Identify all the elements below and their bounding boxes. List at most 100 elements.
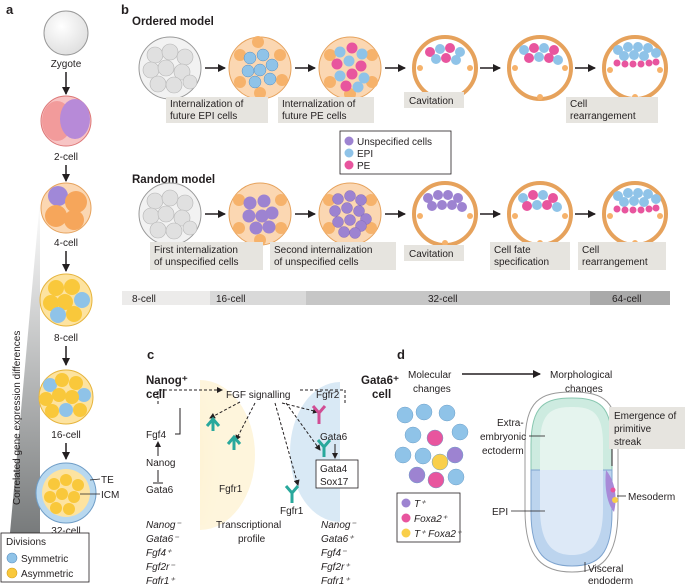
random-embryo-6 <box>602 181 668 247</box>
gata6-cell-line-1: Gata6⁺ <box>361 375 399 387</box>
cell-type-legend: Unspecified cells EPI PE <box>339 130 452 175</box>
legend-symmetric: Symmetric <box>21 554 68 565</box>
ordered-caption-3: Cavitation <box>409 96 453 107</box>
stage-label-2-cell: 2-cell <box>54 152 78 163</box>
gradient-wedge <box>8 200 40 555</box>
sixteen-cell-stage: 16-cell <box>38 369 94 441</box>
stage-label-32-cell: 32-cell <box>51 526 80 537</box>
fgfr-receptor-left-bottom <box>226 434 242 450</box>
right-profile-0: Nanog⁻ <box>321 520 356 531</box>
random-embryo-4 <box>412 181 478 247</box>
left-profile: Nanog⁻ Gata6⁻ Fgf4⁺ Fgf2r⁻ Fgfr1⁺ <box>146 520 181 584</box>
stage-label-8-cell: 8-cell <box>54 333 78 344</box>
extra-line-1: Extra- <box>497 418 524 429</box>
random-caption-5-line-1: Cell <box>582 245 599 256</box>
legend-unspecified: Unspecified cells <box>357 137 432 148</box>
panel-label-d: d <box>397 347 405 362</box>
left-gene-nanog: Nanog <box>146 458 175 469</box>
random-caption-1-line-1: First internalization <box>154 245 238 256</box>
panel-label-c: c <box>147 347 154 362</box>
nanog-cell-line-2: cell <box>146 389 165 401</box>
left-gene-gata6: Gata6 <box>146 485 174 496</box>
random-caption-2-line-1: Second internalization <box>274 245 372 256</box>
stage-label-16-cell: 16-cell <box>51 430 80 441</box>
marker-legend: T⁺ Foxa2⁺ T⁺ Foxa2⁺ <box>396 492 462 543</box>
transcriptional-profile-line-2: profile <box>238 534 266 545</box>
fgfr-receptor-left-top <box>205 416 221 431</box>
nanog-cell-line-1: Nanog⁺ <box>146 375 188 387</box>
random-embryo-3 <box>318 182 382 246</box>
extra-line-3: ectoderm <box>482 446 524 457</box>
random-embryo-1 <box>138 182 202 246</box>
ordered-embryo-4 <box>412 35 478 101</box>
egg-cylinder <box>524 391 619 573</box>
legend-foxa2-positive: Foxa2⁺ <box>414 514 448 525</box>
right-profile-1: Gata6⁺ <box>321 534 354 545</box>
ordered-embryo-3 <box>318 36 382 100</box>
panel-b: b Ordered model <box>121 2 670 305</box>
right-profile-2: Fgf4⁻ <box>321 548 347 559</box>
left-profile-2: Fgf4⁺ <box>146 548 172 559</box>
panel-label-a: a <box>6 2 14 17</box>
visceral-line-2: endoderm <box>588 576 633 584</box>
random-caption-1-line-2: of unspecified cells <box>154 257 239 268</box>
ordered-embryo-2 <box>228 36 292 100</box>
te-label: TE <box>101 475 114 486</box>
receptor-fgfr2: Fgfr2 <box>316 390 340 401</box>
primitive-streak-line-1: Emergence of <box>614 411 676 422</box>
morphological-line-1: Morphological <box>550 370 612 381</box>
timeline-8-cell: 8-cell <box>132 294 156 305</box>
zygote-stage: Zygote <box>43 10 89 70</box>
left-profile-0: Nanog⁻ <box>146 520 181 531</box>
divisions-legend: Divisions Symmetric Asymmetric <box>0 532 90 583</box>
panel-d: d Molecular changes Morphological change… <box>394 347 685 584</box>
fgf-signalling-label: FGF signalling <box>226 390 290 401</box>
ordered-caption-4-line-1: Cell <box>570 99 587 110</box>
fgfr-receptor-right-middle <box>316 439 332 457</box>
fgfr-receptor-right-bottom <box>284 485 300 503</box>
timeline-64-cell: 64-cell <box>612 294 641 305</box>
ordered-row <box>138 35 668 101</box>
legend-t-positive: T⁺ <box>414 499 426 510</box>
molecular-cell-cluster <box>394 403 469 489</box>
random-model-title: Random model <box>132 174 215 186</box>
ordered-caption-1-line-1: Internalization of <box>170 99 244 110</box>
ordered-caption-2-line-2: future PE cells <box>282 111 346 122</box>
fgfr-receptor-right-top <box>311 405 327 424</box>
stage-label-4-cell: 4-cell <box>54 238 78 249</box>
ordered-embryo-6 <box>602 35 668 101</box>
mesoderm-label: Mesoderm <box>628 492 675 503</box>
right-profile-3: Fgf2r⁺ <box>321 562 350 573</box>
gata6-cell-line-2: cell <box>372 389 391 401</box>
random-embryo-5 <box>507 181 573 247</box>
boxed-gene-sox17: Sox17 <box>320 477 349 488</box>
transcriptional-profile-line-1: Transcriptional <box>216 520 281 531</box>
timeline-32-cell: 32-cell <box>428 294 457 305</box>
boxed-gene-gata4: Gata4 <box>320 464 348 475</box>
ordered-captions: Internalization of future EPI cells Inte… <box>166 92 658 123</box>
legend-asymmetric: Asymmetric <box>21 569 73 580</box>
random-embryo-2 <box>228 182 292 246</box>
eight-cell-stage: 8-cell <box>39 273 93 344</box>
thirty-two-cell-stage: 32-cell TE ICM <box>35 462 119 537</box>
gradient-label: Correlated gene expression differences <box>12 331 23 505</box>
epi-label: EPI <box>492 507 508 518</box>
ordered-embryo-1 <box>138 36 202 100</box>
panel-label-b: b <box>121 2 129 17</box>
timeline-bar: 8-cell 16-cell 32-cell 64-cell <box>122 291 670 305</box>
right-gene-gata6: Gata6 <box>320 432 348 443</box>
primitive-streak-line-2: primitive <box>614 424 652 435</box>
stage-label-zygote: Zygote <box>51 59 82 70</box>
random-caption-3: Cavitation <box>409 249 453 260</box>
right-profile: Nanog⁻ Gata6⁺ Fgf4⁻ Fgf2r⁺ Fgfr1⁺ <box>321 520 356 584</box>
four-cell-stage: 4-cell <box>40 182 92 249</box>
morphological-line-2: changes <box>565 384 603 395</box>
legend-pe: PE <box>357 161 371 172</box>
ordered-caption-4-line-2: rearrangement <box>570 111 636 122</box>
left-gene-fgf4: Fgf4 <box>146 430 166 441</box>
molecular-line-2: changes <box>413 384 451 395</box>
panel-a: a Correlated gene expression differences… <box>0 2 119 583</box>
icm-label: ICM <box>101 490 119 501</box>
